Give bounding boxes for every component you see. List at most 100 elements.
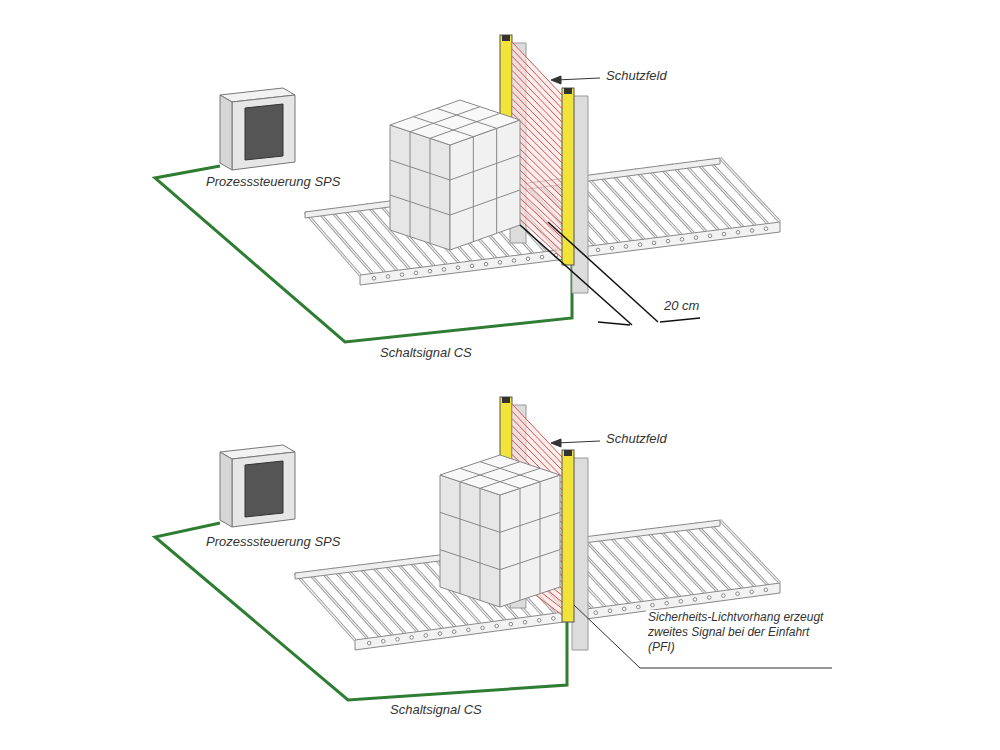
roller bbox=[317, 210, 372, 273]
rail-hole bbox=[651, 603, 655, 607]
roller bbox=[708, 160, 768, 224]
rail-hole bbox=[481, 626, 485, 630]
rail-hole bbox=[637, 605, 641, 609]
roller bbox=[720, 158, 780, 222]
rail-hole bbox=[750, 590, 754, 594]
rail-hole bbox=[722, 594, 726, 598]
rail-hole bbox=[438, 632, 442, 636]
rail-hole bbox=[624, 245, 628, 249]
rail-hole bbox=[694, 236, 698, 240]
light-beam bbox=[512, 49, 562, 102]
rail-hole bbox=[372, 276, 376, 280]
cargo-edge bbox=[450, 190, 520, 215]
cargo-edge bbox=[440, 550, 500, 570]
cargo-edge bbox=[390, 160, 450, 180]
cargo-face bbox=[390, 125, 450, 250]
rail-hole bbox=[680, 238, 684, 242]
rail-hole bbox=[594, 611, 598, 615]
cargo-edge bbox=[540, 482, 541, 594]
roller bbox=[329, 209, 384, 272]
roller bbox=[342, 207, 397, 270]
rail-hole bbox=[764, 227, 768, 231]
rail-hole bbox=[736, 592, 740, 596]
cargo-edge bbox=[500, 550, 560, 570]
roller bbox=[696, 161, 756, 225]
rail-hole bbox=[679, 600, 683, 604]
label: Schaltsignal CS bbox=[388, 702, 484, 718]
roller bbox=[305, 212, 360, 275]
roller bbox=[708, 160, 768, 224]
plc-cabinet bbox=[220, 445, 295, 527]
rail-hole bbox=[400, 273, 404, 277]
label: 20 cm bbox=[662, 298, 701, 314]
rail-hole bbox=[652, 241, 656, 245]
rail-hole bbox=[367, 641, 371, 645]
rail-hole bbox=[610, 246, 614, 250]
rail-hole bbox=[540, 255, 544, 259]
cargo-edge bbox=[410, 132, 411, 237]
plc-cabinet bbox=[220, 88, 295, 170]
cargo-edge bbox=[390, 195, 450, 215]
light-beam bbox=[512, 56, 562, 108]
cargo-edge bbox=[496, 128, 497, 233]
light-beam bbox=[512, 70, 562, 122]
rail-hole bbox=[484, 262, 488, 266]
rail-hole bbox=[707, 596, 711, 600]
rail-hole bbox=[386, 275, 390, 279]
roller bbox=[342, 207, 397, 270]
roller bbox=[720, 520, 780, 583]
plc-node: Prozesssteuerung SPS bbox=[204, 534, 342, 550]
rail-hole bbox=[537, 619, 541, 623]
roller bbox=[329, 209, 384, 272]
rail-hole bbox=[428, 269, 432, 273]
rail-hole bbox=[509, 622, 513, 626]
rail-hole bbox=[722, 232, 726, 236]
label: Schutzfeld bbox=[604, 68, 669, 84]
rail-hole bbox=[414, 271, 418, 275]
rail-hole bbox=[622, 607, 626, 611]
light-beam bbox=[512, 42, 562, 95]
post-cap bbox=[564, 450, 572, 456]
post-cap bbox=[564, 88, 572, 94]
roller bbox=[708, 522, 768, 585]
rail-hole bbox=[498, 261, 502, 265]
rail-hole bbox=[608, 609, 612, 613]
roller bbox=[708, 522, 768, 585]
light-curtain-scene bbox=[390, 35, 588, 650]
plc-label: Prozesssteuerung SPS bbox=[204, 174, 342, 190]
light-beam bbox=[512, 411, 562, 463]
cargo-face bbox=[440, 455, 560, 495]
roller bbox=[305, 212, 360, 275]
rail-hole bbox=[736, 231, 740, 235]
rail-hole bbox=[750, 229, 754, 233]
rail-hole bbox=[396, 638, 400, 642]
rail-hole bbox=[470, 264, 474, 268]
plc-label: Prozesssteuerung SPS bbox=[204, 534, 342, 550]
cargo-edge bbox=[430, 138, 431, 243]
cargo-edge bbox=[520, 488, 521, 600]
rail-hole bbox=[666, 239, 670, 243]
label: Schutzfeld bbox=[604, 431, 669, 447]
cargo-face bbox=[500, 475, 560, 607]
cargo-edge bbox=[480, 462, 540, 482]
rail-hole bbox=[708, 234, 712, 238]
rail-hole bbox=[452, 630, 456, 634]
roller bbox=[720, 520, 780, 583]
rail-hole bbox=[424, 634, 428, 638]
rail-hole bbox=[552, 617, 556, 621]
cargo-edge bbox=[460, 482, 461, 594]
cargo-face bbox=[440, 475, 500, 607]
roller bbox=[696, 161, 756, 225]
rail-hole bbox=[512, 259, 516, 263]
rail-hole bbox=[693, 598, 697, 602]
cargo-edge bbox=[480, 488, 481, 600]
plc-node: Prozesssteuerung SPS bbox=[204, 174, 342, 190]
roller bbox=[317, 210, 372, 273]
roller bbox=[695, 523, 755, 586]
light-beam bbox=[512, 404, 562, 457]
rail-hole bbox=[410, 636, 414, 640]
cargo-edge bbox=[473, 137, 474, 242]
post-cap bbox=[502, 35, 510, 41]
